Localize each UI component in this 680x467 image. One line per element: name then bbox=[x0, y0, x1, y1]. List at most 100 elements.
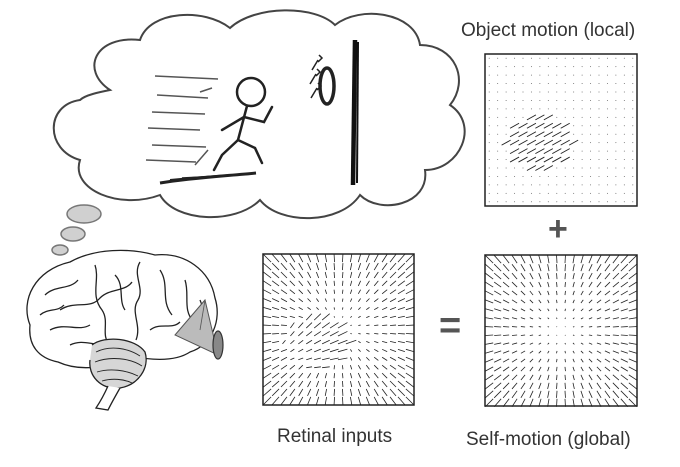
vector-arrow bbox=[620, 255, 629, 264]
vector-arrow bbox=[511, 374, 518, 381]
vector-arrow bbox=[612, 382, 620, 390]
vector-dot bbox=[522, 74, 524, 76]
vector-dot bbox=[522, 57, 524, 59]
vector-dot bbox=[623, 125, 625, 127]
vector-arrow bbox=[405, 253, 415, 263]
vector-arrow bbox=[271, 348, 280, 353]
vector-arrow bbox=[313, 331, 322, 337]
vector-arrow bbox=[357, 396, 362, 405]
vector-arrow bbox=[526, 114, 537, 121]
object-motion-label: Object motion (local) bbox=[461, 20, 636, 41]
vector-arrow bbox=[271, 356, 280, 361]
vector-dot bbox=[598, 192, 600, 194]
vector-arrow bbox=[520, 264, 526, 272]
vector-arrow bbox=[612, 334, 619, 336]
vector-arrow bbox=[280, 271, 288, 279]
vector-arrow bbox=[322, 366, 330, 369]
vector-arrow bbox=[316, 298, 320, 302]
vector-dot bbox=[623, 184, 625, 186]
vector-dot bbox=[505, 150, 507, 152]
vector-dot bbox=[573, 175, 575, 177]
vector-dot bbox=[514, 116, 516, 118]
vector-dot bbox=[598, 159, 600, 161]
vector-dot bbox=[497, 133, 499, 135]
vector-dot bbox=[573, 150, 575, 152]
vector-arrow bbox=[547, 299, 550, 304]
self-motion-field bbox=[484, 255, 638, 408]
vector-arrow bbox=[373, 307, 379, 311]
vector-dot bbox=[488, 142, 490, 144]
vector-dot bbox=[497, 83, 499, 85]
vector-arrow bbox=[604, 358, 611, 363]
vector-dot bbox=[581, 150, 583, 152]
brain-icon bbox=[26, 249, 224, 411]
vector-arrow bbox=[612, 398, 620, 407]
vector-dot bbox=[522, 83, 524, 85]
vector-dot bbox=[615, 167, 617, 169]
vector-dot bbox=[590, 150, 592, 152]
thought-bubble-large bbox=[66, 204, 102, 224]
vector-dot bbox=[556, 91, 558, 93]
vector-arrow bbox=[596, 342, 602, 345]
vector-dot bbox=[623, 142, 625, 144]
vector-arrow bbox=[511, 358, 518, 363]
vector-arrow bbox=[502, 272, 510, 280]
vector-arrow bbox=[580, 272, 584, 280]
vector-dot bbox=[547, 184, 549, 186]
vector-arrow bbox=[588, 272, 593, 280]
retinal-inputs-field bbox=[262, 253, 415, 406]
vector-dot bbox=[632, 108, 634, 110]
vector-arrow bbox=[405, 306, 414, 311]
vector-dot bbox=[573, 159, 575, 161]
vector-arrow bbox=[381, 372, 388, 379]
vector-arrow bbox=[484, 255, 494, 264]
vector-dot bbox=[632, 74, 634, 76]
vector-arrow bbox=[538, 281, 542, 288]
vector-dot bbox=[522, 108, 524, 110]
vector-arrow bbox=[349, 263, 353, 271]
vector-arrow bbox=[535, 148, 545, 155]
vector-arrow bbox=[502, 382, 510, 390]
vector-dot bbox=[522, 66, 524, 68]
vector-dot bbox=[547, 201, 549, 203]
vector-arrow bbox=[526, 122, 537, 129]
vector-dot bbox=[573, 167, 575, 169]
vector-arrow bbox=[366, 315, 370, 318]
vector-dot bbox=[623, 192, 625, 194]
vector-arrow bbox=[572, 317, 575, 320]
vector-arrow bbox=[604, 350, 611, 354]
retinal-inputs-label: Retinal inputs bbox=[277, 426, 393, 447]
vector-dot bbox=[590, 133, 592, 135]
vector-dot bbox=[598, 108, 600, 110]
vector-dot bbox=[598, 125, 600, 127]
vector-arrow bbox=[588, 358, 593, 363]
vector-arrow bbox=[324, 254, 328, 263]
vector-arrow bbox=[502, 374, 510, 381]
vector-arrow bbox=[535, 156, 545, 163]
vector-dot bbox=[581, 125, 583, 127]
vector-arrow bbox=[329, 322, 339, 329]
vector-dot bbox=[581, 159, 583, 161]
vector-arrow bbox=[373, 356, 379, 361]
vector-dot bbox=[632, 150, 634, 152]
vector-arrow bbox=[511, 366, 518, 372]
vector-dot bbox=[573, 192, 575, 194]
thought-bubble-small bbox=[51, 244, 69, 256]
vector-dot bbox=[632, 133, 634, 135]
vector-arrow bbox=[628, 281, 637, 288]
vector-arrow bbox=[290, 348, 295, 353]
vector-dot bbox=[615, 133, 617, 135]
vector-dot bbox=[590, 74, 592, 76]
vector-dot bbox=[581, 66, 583, 68]
vector-arrow bbox=[494, 350, 502, 354]
vector-dot bbox=[488, 91, 490, 93]
vector-dot bbox=[556, 167, 558, 169]
vector-arrow bbox=[596, 299, 602, 304]
vector-arrow bbox=[572, 281, 575, 288]
vector-arrow bbox=[365, 356, 370, 361]
vector-arrow bbox=[316, 280, 320, 287]
vector-arrow bbox=[405, 340, 414, 344]
vector-arrow bbox=[520, 358, 526, 363]
vector-arrow bbox=[604, 366, 611, 372]
vector-arrow bbox=[509, 131, 520, 138]
